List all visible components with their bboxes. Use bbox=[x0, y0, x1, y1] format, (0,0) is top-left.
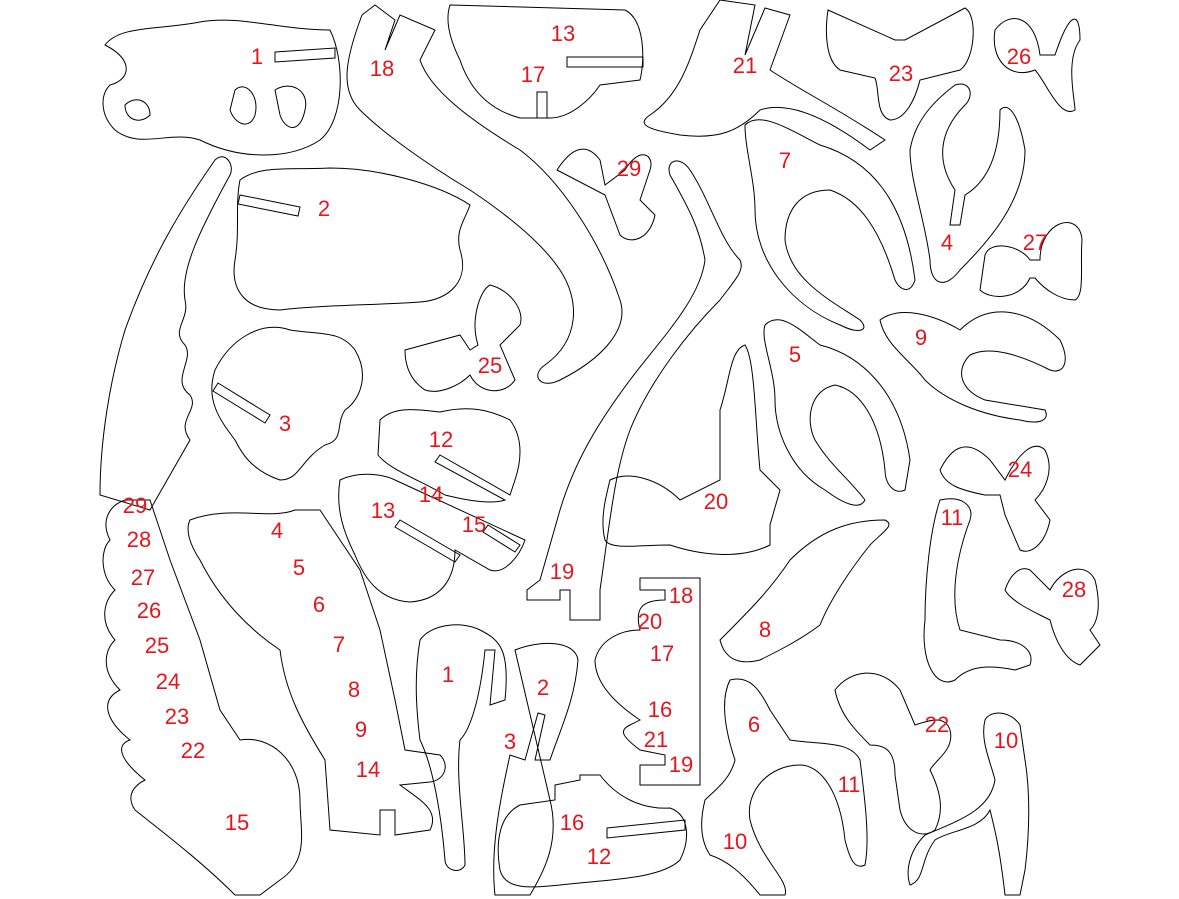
part-number-label: 17 bbox=[650, 641, 674, 666]
part-number-label: 28 bbox=[1062, 577, 1086, 602]
part-number-label: 1 bbox=[442, 662, 454, 687]
part-number-label: 5 bbox=[789, 342, 801, 367]
part-number-label: 28 bbox=[127, 527, 151, 552]
part-number-label: 8 bbox=[759, 617, 771, 642]
part-number-label: 25 bbox=[478, 353, 502, 378]
part-number-label: 26 bbox=[137, 598, 161, 623]
part-number-label: 24 bbox=[156, 669, 180, 694]
part-number-label: 29 bbox=[617, 156, 641, 181]
part-number-label: 22 bbox=[181, 738, 205, 763]
part-number-label: 13 bbox=[551, 21, 575, 46]
part-number-label: 7 bbox=[779, 148, 791, 173]
part-number-label: 2 bbox=[318, 196, 330, 221]
part-number-label: 18 bbox=[669, 583, 693, 608]
part-number-label: 21 bbox=[644, 727, 668, 752]
part-number-label: 23 bbox=[165, 704, 189, 729]
part-number-label: 26 bbox=[1007, 44, 1031, 69]
part-number-label: 27 bbox=[131, 565, 155, 590]
part-number-label: 15 bbox=[462, 512, 486, 537]
part-number-label: 3 bbox=[504, 729, 516, 754]
part-number-label: 27 bbox=[1023, 230, 1047, 255]
part-number-label: 25 bbox=[145, 633, 169, 658]
part-number-label: 4 bbox=[941, 230, 953, 255]
part-number-label: 29 bbox=[123, 493, 147, 518]
part-number-label: 21 bbox=[733, 53, 757, 78]
part-number-label: 16 bbox=[560, 810, 584, 835]
part-number-label: 4 bbox=[271, 518, 283, 543]
part-number-label: 2 bbox=[537, 675, 549, 700]
part-number-label: 20 bbox=[638, 609, 662, 634]
part-number-label: 1 bbox=[251, 44, 263, 69]
part-number-label: 9 bbox=[915, 325, 927, 350]
part-number-label: 9 bbox=[355, 717, 367, 742]
part-number-label: 22 bbox=[925, 712, 949, 737]
piece-skull-top bbox=[102, 19, 341, 156]
part-number-label: 24 bbox=[1008, 457, 1032, 482]
part-number-label: 6 bbox=[313, 592, 325, 617]
part-number-label: 18 bbox=[370, 56, 394, 81]
part-number-label: 16 bbox=[648, 697, 672, 722]
part-number-label: 17 bbox=[521, 62, 545, 87]
part-number-label: 14 bbox=[356, 757, 380, 782]
part-number-label: 5 bbox=[293, 555, 305, 580]
part-number-label: 14 bbox=[419, 482, 443, 507]
part-number-label: 11 bbox=[941, 505, 964, 530]
part-number-label: 10 bbox=[723, 829, 747, 854]
part-number-label: 7 bbox=[333, 632, 345, 657]
part-number-label: 15 bbox=[225, 810, 249, 835]
part-number-label: 23 bbox=[889, 61, 913, 86]
part-number-label: 10 bbox=[994, 728, 1018, 753]
part-number-label: 11 bbox=[838, 772, 861, 797]
part-number-label: 6 bbox=[748, 712, 760, 737]
part-number-label: 12 bbox=[429, 427, 453, 452]
part-number-label: 12 bbox=[587, 844, 611, 869]
part-number-label: 19 bbox=[550, 559, 574, 584]
part-number-label: 20 bbox=[704, 489, 728, 514]
part-number-label: 13 bbox=[371, 498, 395, 523]
part-number-label: 8 bbox=[348, 677, 360, 702]
part-number-label: 3 bbox=[279, 411, 291, 436]
part-number-label: 19 bbox=[669, 752, 693, 777]
